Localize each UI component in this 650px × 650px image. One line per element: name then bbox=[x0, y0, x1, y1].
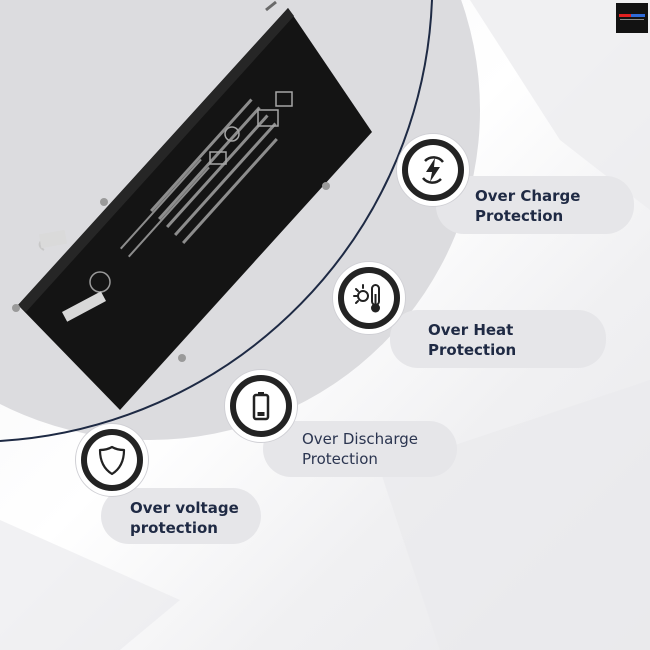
battery-label-print bbox=[120, 98, 278, 258]
mount-hole bbox=[322, 182, 330, 190]
battery-cert-marks bbox=[209, 91, 293, 165]
battery-edge bbox=[18, 8, 294, 312]
feature-over-charge-badge bbox=[397, 134, 469, 206]
mount-hole bbox=[100, 198, 108, 206]
mount-hole bbox=[12, 304, 20, 312]
feature-over-charge-line2: Protection bbox=[475, 207, 564, 225]
feature-over-heat-pill bbox=[390, 310, 606, 368]
feature-over-heat-badge bbox=[333, 262, 405, 334]
feature-over-discharge-line2: Protection bbox=[302, 450, 378, 468]
feature-over-discharge-line1: Over Discharge bbox=[302, 430, 418, 448]
background-facet bbox=[0, 520, 180, 650]
laptop-battery-image bbox=[12, 0, 372, 410]
feature-over-voltage-pill bbox=[101, 488, 261, 544]
lightning-bolt-icon bbox=[422, 156, 444, 184]
battery-connector bbox=[38, 229, 68, 249]
decorative-arc bbox=[0, 0, 433, 442]
feature-over-discharge-badge bbox=[225, 370, 297, 442]
shield-icon bbox=[98, 445, 126, 476]
battery-icon bbox=[252, 392, 270, 421]
feature-over-voltage-line2: protection bbox=[130, 519, 218, 537]
feature-over-charge-line1: Over Charge bbox=[475, 187, 581, 205]
battery-antenna bbox=[265, 0, 277, 12]
background-facet bbox=[470, 0, 650, 210]
feature-over-discharge-pill bbox=[263, 421, 457, 477]
battery-body bbox=[18, 8, 372, 410]
feature-over-voltage-line1: Over voltage bbox=[130, 499, 239, 517]
feature-over-voltage-badge bbox=[76, 424, 148, 496]
brand-logo bbox=[616, 3, 648, 33]
feature-over-charge-pill bbox=[436, 176, 634, 234]
thermometer-sun-icon bbox=[353, 284, 380, 313]
mount-hole bbox=[178, 354, 186, 362]
feature-over-heat-line2: Protection bbox=[428, 341, 517, 359]
serial-sticker bbox=[62, 291, 107, 322]
feature-over-heat-line1: Over Heat bbox=[428, 321, 514, 339]
